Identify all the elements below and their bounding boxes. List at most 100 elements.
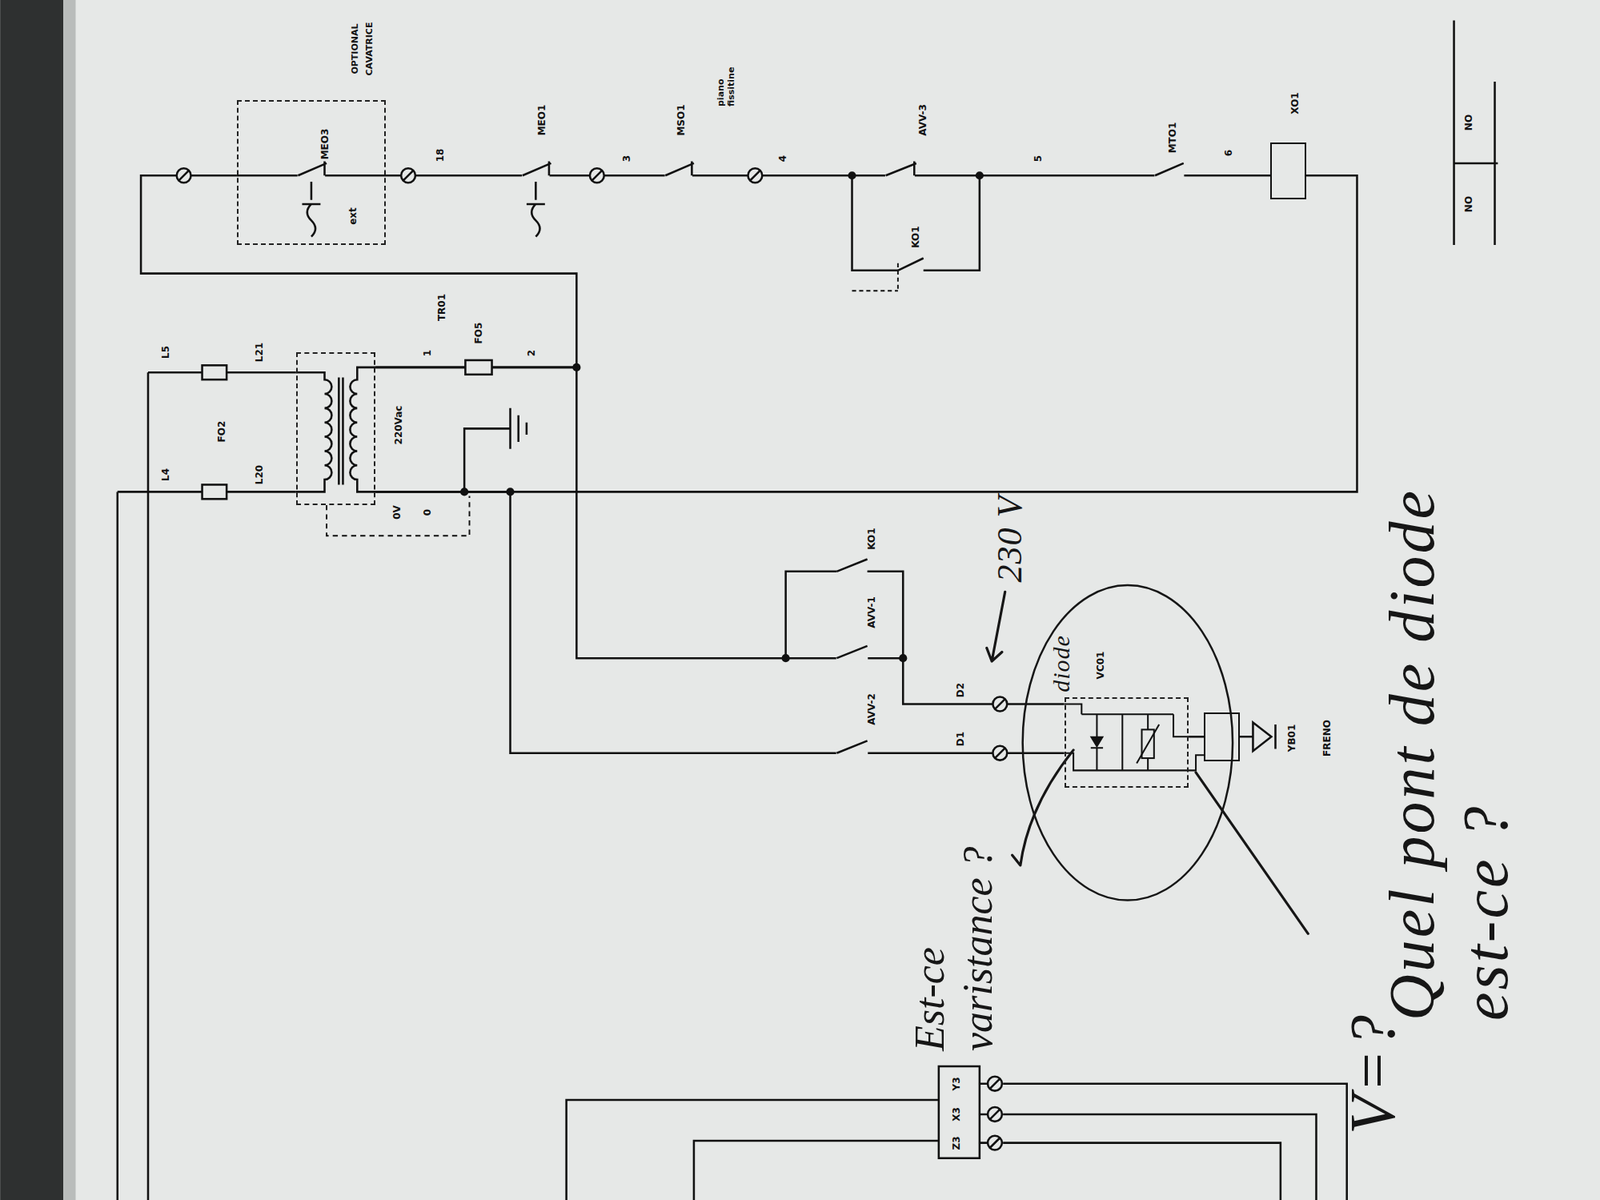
handwritten-note: V=? (1335, 1012, 1410, 1135)
emergency-stop-box: MEO3 ext (236, 100, 386, 245)
wire (117, 175, 980, 1200)
terminal-slash (178, 170, 1005, 1148)
table-cell: NO (1463, 196, 1476, 213)
option-note: OPTIONAL (349, 24, 361, 75)
actuator-link (852, 263, 899, 291)
wire-number: 2 (527, 349, 539, 357)
fuse-symbol (202, 484, 228, 499)
contact-gap (522, 171, 550, 180)
handwritten-leader (1195, 772, 1308, 934)
wire-number: 18 (435, 148, 447, 162)
secondary-winding (349, 367, 376, 493)
terminal-label: D1 (955, 731, 967, 746)
component-label: MEO1 (537, 104, 549, 137)
varistor-symbol (1142, 729, 1155, 758)
monitor-bezel (0, 0, 64, 1200)
component-label: AVV-2 (866, 693, 879, 726)
handwritten-note: Quel pont de diode est-ce ? (1375, 444, 1523, 1021)
terminal-label: D2 (955, 682, 967, 698)
wire-number: L4 (160, 468, 173, 482)
terminal-label: Y3 (951, 1076, 963, 1091)
earth-symbol (509, 408, 526, 450)
component-label: FO2 (216, 421, 229, 443)
table-cell: NO (1463, 114, 1476, 131)
contact-gap (886, 171, 915, 180)
handwritten-note: Est-ce varistance ? (906, 810, 1003, 1051)
wrap-spacer (1448, 444, 1457, 693)
terminal-label: 1 (423, 349, 435, 357)
component-label: FO5 (473, 321, 486, 344)
junction-dot (781, 653, 790, 662)
junction-dot (460, 487, 469, 496)
component-note: piano fissitine (716, 56, 737, 107)
handwritten-arrow (986, 591, 1006, 662)
screen-edge (63, 0, 76, 1200)
brake-coil: YB01FRENO (1203, 712, 1240, 762)
handwritten-note: diode (1047, 634, 1076, 693)
contact-gaps (297, 171, 1183, 758)
component-label: FRENO (1322, 720, 1334, 758)
wire-number: 6 (1223, 149, 1236, 157)
diode-symbol (1090, 736, 1103, 747)
junction-dot (505, 487, 514, 496)
rectifier-internals (1064, 704, 1205, 771)
transformer-box: TR01220Vac (296, 352, 376, 506)
component-label: AVV-1 (866, 596, 879, 629)
component-label: KO1 (866, 527, 879, 550)
handwritten-note: 230 V (990, 495, 1031, 583)
fuse-symbol (202, 364, 228, 380)
contact-gap (665, 171, 692, 180)
junction-dot (847, 171, 856, 180)
emergency-stop-symbol (301, 181, 545, 237)
relay-coil: XO1 (1270, 142, 1307, 199)
wire-number: L20 (254, 465, 266, 485)
component-label: ext (348, 207, 360, 225)
rectifier-module: VC01 (1064, 697, 1190, 788)
wire-number: 3 (621, 154, 634, 161)
terminals (176, 168, 1008, 1150)
component-label: TR01 (437, 293, 449, 321)
component-label: VC01 (1095, 650, 1107, 679)
hand-drawn-circle: diodeVC01 (1020, 581, 1236, 904)
component-label: KO1 (910, 225, 923, 248)
junction-dot (572, 363, 581, 372)
component-label: MTO1 (1167, 122, 1179, 154)
terminal-label: 0 (423, 509, 435, 516)
component-label: MEO3 (320, 128, 332, 161)
wire-number: L5 (160, 345, 173, 359)
component-label: XO1 (1290, 92, 1302, 115)
primary-winding (296, 372, 333, 492)
wire (375, 367, 1064, 705)
terminal-strip (938, 1066, 980, 1159)
wire-number: 5 (1033, 154, 1045, 161)
junction-dot (898, 653, 907, 662)
fuse-symbol (465, 360, 492, 375)
wire (385, 174, 1271, 177)
wire (375, 491, 1064, 753)
component-label: YB01 (1287, 724, 1299, 753)
component-label: 220Vac (393, 405, 406, 446)
contact-gap (297, 171, 325, 180)
wire (375, 175, 1357, 492)
table-lines (1454, 20, 1499, 245)
component-label: MSO1 (676, 104, 688, 137)
transformer-core (338, 377, 343, 486)
terminal-label: 0V (392, 505, 404, 520)
option-note: CAVATRICE (364, 22, 375, 77)
ellipse-outline (1020, 581, 1236, 904)
junction-dots (460, 171, 984, 662)
ellipse-outline (1022, 585, 1233, 901)
motor-wires (566, 1083, 1348, 1200)
wire (140, 175, 577, 368)
terminal-label: X3 (951, 1106, 963, 1122)
shield-wire (326, 495, 470, 536)
wire-number: 4 (777, 154, 790, 161)
component-label: AVV-3 (918, 104, 930, 137)
wire (1188, 735, 1204, 738)
contact-symbols (297, 160, 1183, 753)
brake-symbol (1239, 721, 1276, 751)
terminal-label: Z3 (951, 1135, 963, 1150)
wire-number: L21 (254, 342, 266, 362)
junction-dot (975, 171, 984, 180)
